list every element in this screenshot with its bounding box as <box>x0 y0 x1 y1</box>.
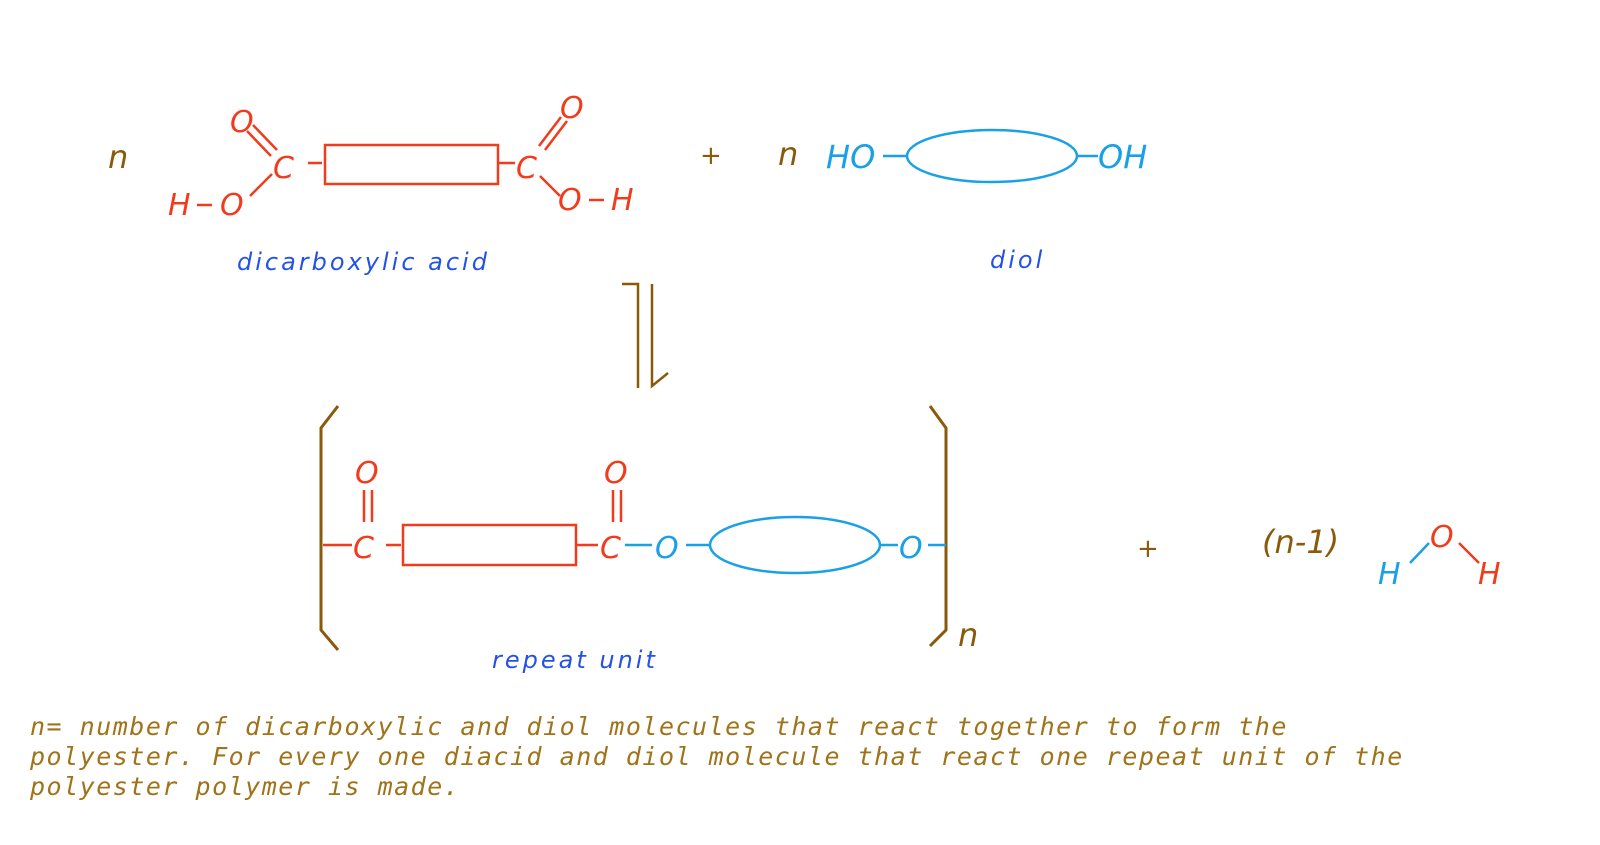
diol-left-hydroxyl: HO <box>826 138 875 176</box>
diol-label: diol <box>990 246 1045 274</box>
acid-right-double-bond-a <box>538 116 562 147</box>
repeat-carbonyl-oxygen-2: O <box>604 456 628 491</box>
dicarboxylic-acid-label: dicarboxylic acid <box>237 248 490 276</box>
acid-spacer-rectangle <box>323 143 500 186</box>
left-bracket <box>319 405 340 651</box>
water-left-bond <box>1409 542 1430 564</box>
right-bracket <box>928 405 948 648</box>
water-right-bond <box>1458 542 1480 564</box>
repeat-ester-oxygen-2: O <box>899 531 923 566</box>
acid-left-carbon: C <box>273 151 294 186</box>
water-oxygen: O <box>1430 520 1454 555</box>
repeat-unit-label: repeat unit <box>492 646 658 674</box>
equilibrium-arrows <box>622 282 669 389</box>
water-molecule: (n-1) H O H <box>1262 520 1501 592</box>
acid-right-hydroxyl-o: O <box>558 183 582 218</box>
water-hydrogen-right: H <box>1478 557 1501 592</box>
acid-left-hydroxyl-h: H <box>168 188 191 223</box>
equilibrium-upper-arrow <box>622 282 640 388</box>
equilibrium-lower-arrow <box>650 284 669 389</box>
repeat-carbonyl-carbon-1: C <box>353 531 374 566</box>
diol-spacer-ellipse <box>905 128 1079 184</box>
acid-right-hydroxyl-h: H <box>611 183 634 218</box>
repeat-carbonyl-oxygen-1: O <box>355 456 379 491</box>
acid-right-double-bond-b <box>544 120 568 151</box>
acid-left-hydroxyl-o: O <box>220 188 244 223</box>
repeat-unit: n O C O C O O <box>319 405 978 654</box>
repeat-spacer-rectangle <box>401 523 578 567</box>
acid-right-carbonyl-oxygen: O <box>560 91 584 126</box>
repeat-ester-oxygen-1: O <box>655 531 679 566</box>
water-hydrogen-left: H <box>1378 557 1401 592</box>
acid-right-c-o-bond <box>539 175 561 197</box>
acid-coefficient: n <box>108 138 128 176</box>
acid-left-c-o-bond <box>249 173 273 197</box>
water-coefficient: (n-1) <box>1262 523 1339 561</box>
diol-right-hydroxyl: OH <box>1098 138 1147 176</box>
repeat-subscript-n: n <box>958 616 978 654</box>
dicarboxylic-acid-molecule: n O C H O C O O H <box>108 91 634 223</box>
diol-molecule: n HO OH <box>778 128 1147 184</box>
acid-left-double-bond-b <box>246 130 272 157</box>
acid-right-carbon: C <box>516 151 537 186</box>
reactant-plus-sign: + <box>700 141 722 171</box>
explanation-note: n= number of dicarboxylic and diol molec… <box>30 712 1404 801</box>
diol-coefficient: n <box>778 135 798 173</box>
product-plus-sign: + <box>1137 534 1159 564</box>
acid-left-double-bond-a <box>252 124 278 151</box>
repeat-spacer-ellipse <box>708 515 882 575</box>
repeat-carbonyl-carbon-2: C <box>600 531 621 566</box>
